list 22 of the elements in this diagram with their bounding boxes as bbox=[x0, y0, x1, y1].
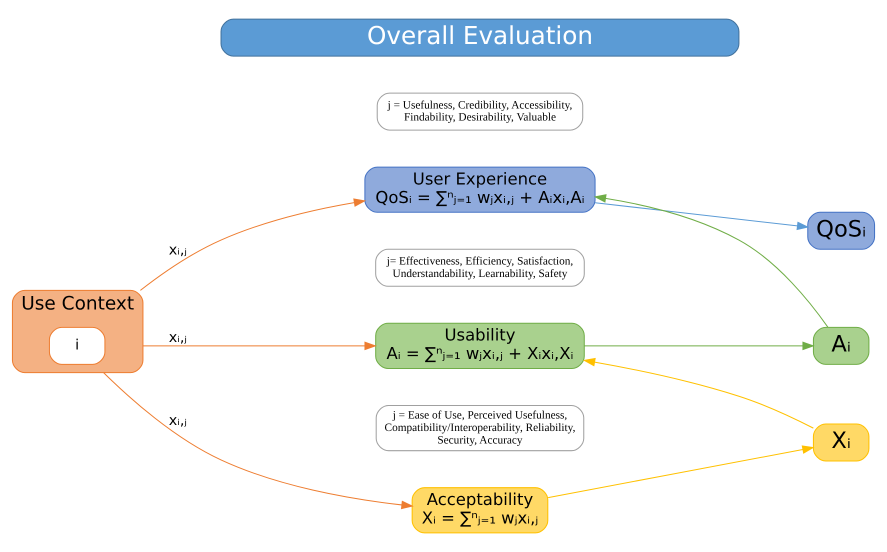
node-box: User Experience QoSᵢ = ∑ⁿⱼ₌₁ wⱼxᵢ,ⱼ + Aᵢxᵢ,Aᵢ bbox=[364, 166, 596, 213]
node-box: Overall Evaluation bbox=[220, 18, 740, 57]
node-box: j= Effectiveness, Efficiency, Satisfaction, Understandability, Learnability, Safety bbox=[375, 248, 585, 287]
arrow bbox=[584, 342, 815, 350]
arrow bbox=[548, 445, 815, 498]
edge-label: xᵢ,ⱼ bbox=[168, 330, 187, 346]
node-box: Usability Aᵢ = ∑ⁿⱼ₌₁ wⱼxᵢ,ⱼ + Xᵢxᵢ,Xᵢ bbox=[375, 322, 585, 369]
node-box: j = Usefulness, Credibility, Accessibility, Findability, Desirability, Valuable bbox=[376, 92, 584, 131]
arrow bbox=[582, 358, 814, 429]
arrow bbox=[140, 198, 366, 291]
node-box: Xᵢ bbox=[812, 423, 870, 462]
edge-label: xᵢ,ⱼ bbox=[168, 413, 187, 430]
node-box: Aᵢ bbox=[812, 326, 870, 365]
arrow bbox=[594, 194, 828, 328]
arrow bbox=[103, 372, 414, 510]
node-box: i bbox=[48, 326, 106, 365]
node-box: QoSᵢ bbox=[807, 212, 876, 250]
arrow bbox=[142, 342, 377, 350]
node-box: Acceptability Xᵢ = ∑ⁿⱼ₌₁ wⱼxᵢ,ⱼ bbox=[412, 487, 548, 534]
arrow bbox=[595, 202, 810, 230]
node-box: j = Ease of Use, Perceived Usefulness, Compatibility/Interoperability, Reliability, Security, Accuracy bbox=[376, 404, 584, 452]
edge-label: xᵢ,ⱼ bbox=[168, 242, 187, 259]
